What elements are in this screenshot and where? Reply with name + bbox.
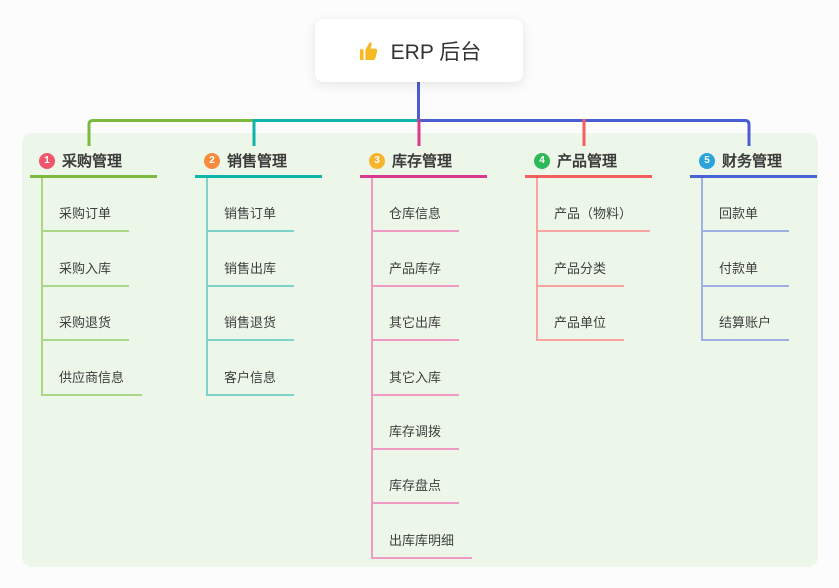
root-node[interactable]: ERP 后台: [315, 19, 523, 82]
branch-3: 3 库存管理仓库信息产品库存其它出库其它入库库存调拨库存盘点出库库明细: [360, 146, 520, 559]
list-item-label: 结算账户: [703, 312, 790, 342]
branch-header-1[interactable]: 1 采购管理: [30, 146, 157, 178]
list-item-label: 产品单位: [538, 312, 625, 342]
thumbs-up-icon: [357, 39, 381, 63]
list-item-label: 采购订单: [43, 203, 130, 233]
branch-2: 2 销售管理销售订单销售出库销售退货客户信息: [195, 146, 355, 396]
branch-items: 回款单付款单结算账户: [701, 178, 839, 342]
list-item[interactable]: 仓库信息: [373, 178, 520, 233]
branch-1: 1 采购管理采购订单采购入库采购退货供应商信息: [30, 146, 190, 396]
list-item-label: 库存盘点: [373, 475, 460, 505]
list-item-label: 产品（物料）: [538, 203, 651, 233]
list-item[interactable]: 销售出库: [208, 232, 355, 287]
list-item-label: 产品分类: [538, 258, 625, 287]
list-item-label: 出库库明细: [373, 530, 473, 559]
list-item[interactable]: 结算账户: [703, 287, 839, 342]
list-item[interactable]: 采购退货: [43, 287, 190, 342]
branch-4: 4 产品管理产品（物料） 产品分类产品单位: [525, 146, 685, 342]
list-item-label: 其它出库: [373, 312, 460, 342]
list-item-label: 采购入库: [43, 258, 130, 287]
branch-number-badge: 2: [204, 152, 220, 169]
root-node-label: ERP 后台: [390, 40, 482, 64]
branch-header-label: 采购管理: [62, 153, 123, 170]
branch-header-2[interactable]: 2 销售管理: [195, 146, 322, 178]
list-item-label: 采购退货: [43, 312, 130, 342]
list-item[interactable]: 出库库明细: [373, 504, 520, 559]
list-item[interactable]: 其它入库: [373, 341, 520, 396]
list-item-label: 仓库信息: [373, 203, 460, 233]
list-item[interactable]: 销售订单: [208, 178, 355, 233]
list-item[interactable]: 库存调拨: [373, 396, 520, 450]
branch-header-label: 产品管理: [557, 153, 618, 170]
list-item[interactable]: 采购入库: [43, 232, 190, 287]
list-item[interactable]: 回款单: [703, 178, 839, 233]
branch-number-badge: 3: [369, 152, 385, 169]
list-item-label: 销售订单: [208, 203, 295, 233]
list-item[interactable]: 产品库存: [373, 232, 520, 287]
list-item-label: 销售出库: [208, 258, 295, 287]
list-item-label: 其它入库: [373, 367, 460, 396]
branch-items: 采购订单采购入库采购退货供应商信息: [41, 178, 190, 396]
list-item[interactable]: 库存盘点: [373, 450, 520, 505]
list-item[interactable]: 采购订单: [43, 178, 190, 233]
branch-5: 5 财务管理回款单付款单结算账户: [690, 146, 839, 342]
list-item[interactable]: 供应商信息: [43, 341, 190, 396]
list-item-label: 库存调拨: [373, 421, 460, 450]
branch-number-badge: 5: [699, 152, 715, 169]
branch-header-4[interactable]: 4 产品管理: [525, 146, 652, 178]
branch-header-label: 库存管理: [392, 153, 453, 170]
list-item[interactable]: 产品单位: [538, 287, 685, 342]
list-item[interactable]: 产品分类: [538, 232, 685, 287]
branch-number-badge: 1: [39, 152, 55, 169]
list-item[interactable]: 付款单: [703, 232, 839, 287]
branch-items: 销售订单销售出库销售退货客户信息: [206, 178, 355, 396]
list-item-label: 回款单: [703, 203, 789, 233]
branch-header-label: 销售管理: [227, 153, 288, 170]
list-item[interactable]: 其它出库: [373, 287, 520, 342]
branches-panel: [22, 133, 818, 567]
list-item[interactable]: 销售退货: [208, 287, 355, 342]
list-item-label: 产品库存: [373, 258, 460, 287]
list-item[interactable]: 产品（物料）: [538, 178, 685, 233]
branch-header-5[interactable]: 5 财务管理: [690, 146, 817, 178]
branch-items: 产品（物料） 产品分类产品单位: [536, 178, 685, 342]
list-item[interactable]: 客户信息: [208, 341, 355, 396]
branch-header-label: 财务管理: [722, 153, 783, 170]
branch-number-badge: 4: [534, 152, 550, 169]
list-item-label: 销售退货: [208, 312, 295, 342]
branch-items: 仓库信息产品库存其它出库其它入库库存调拨库存盘点出库库明细: [371, 178, 520, 559]
list-item-label: 供应商信息: [43, 367, 143, 396]
list-item-label: 客户信息: [208, 367, 295, 396]
branch-header-3[interactable]: 3 库存管理: [360, 146, 487, 178]
list-item-label: 付款单: [703, 258, 789, 287]
